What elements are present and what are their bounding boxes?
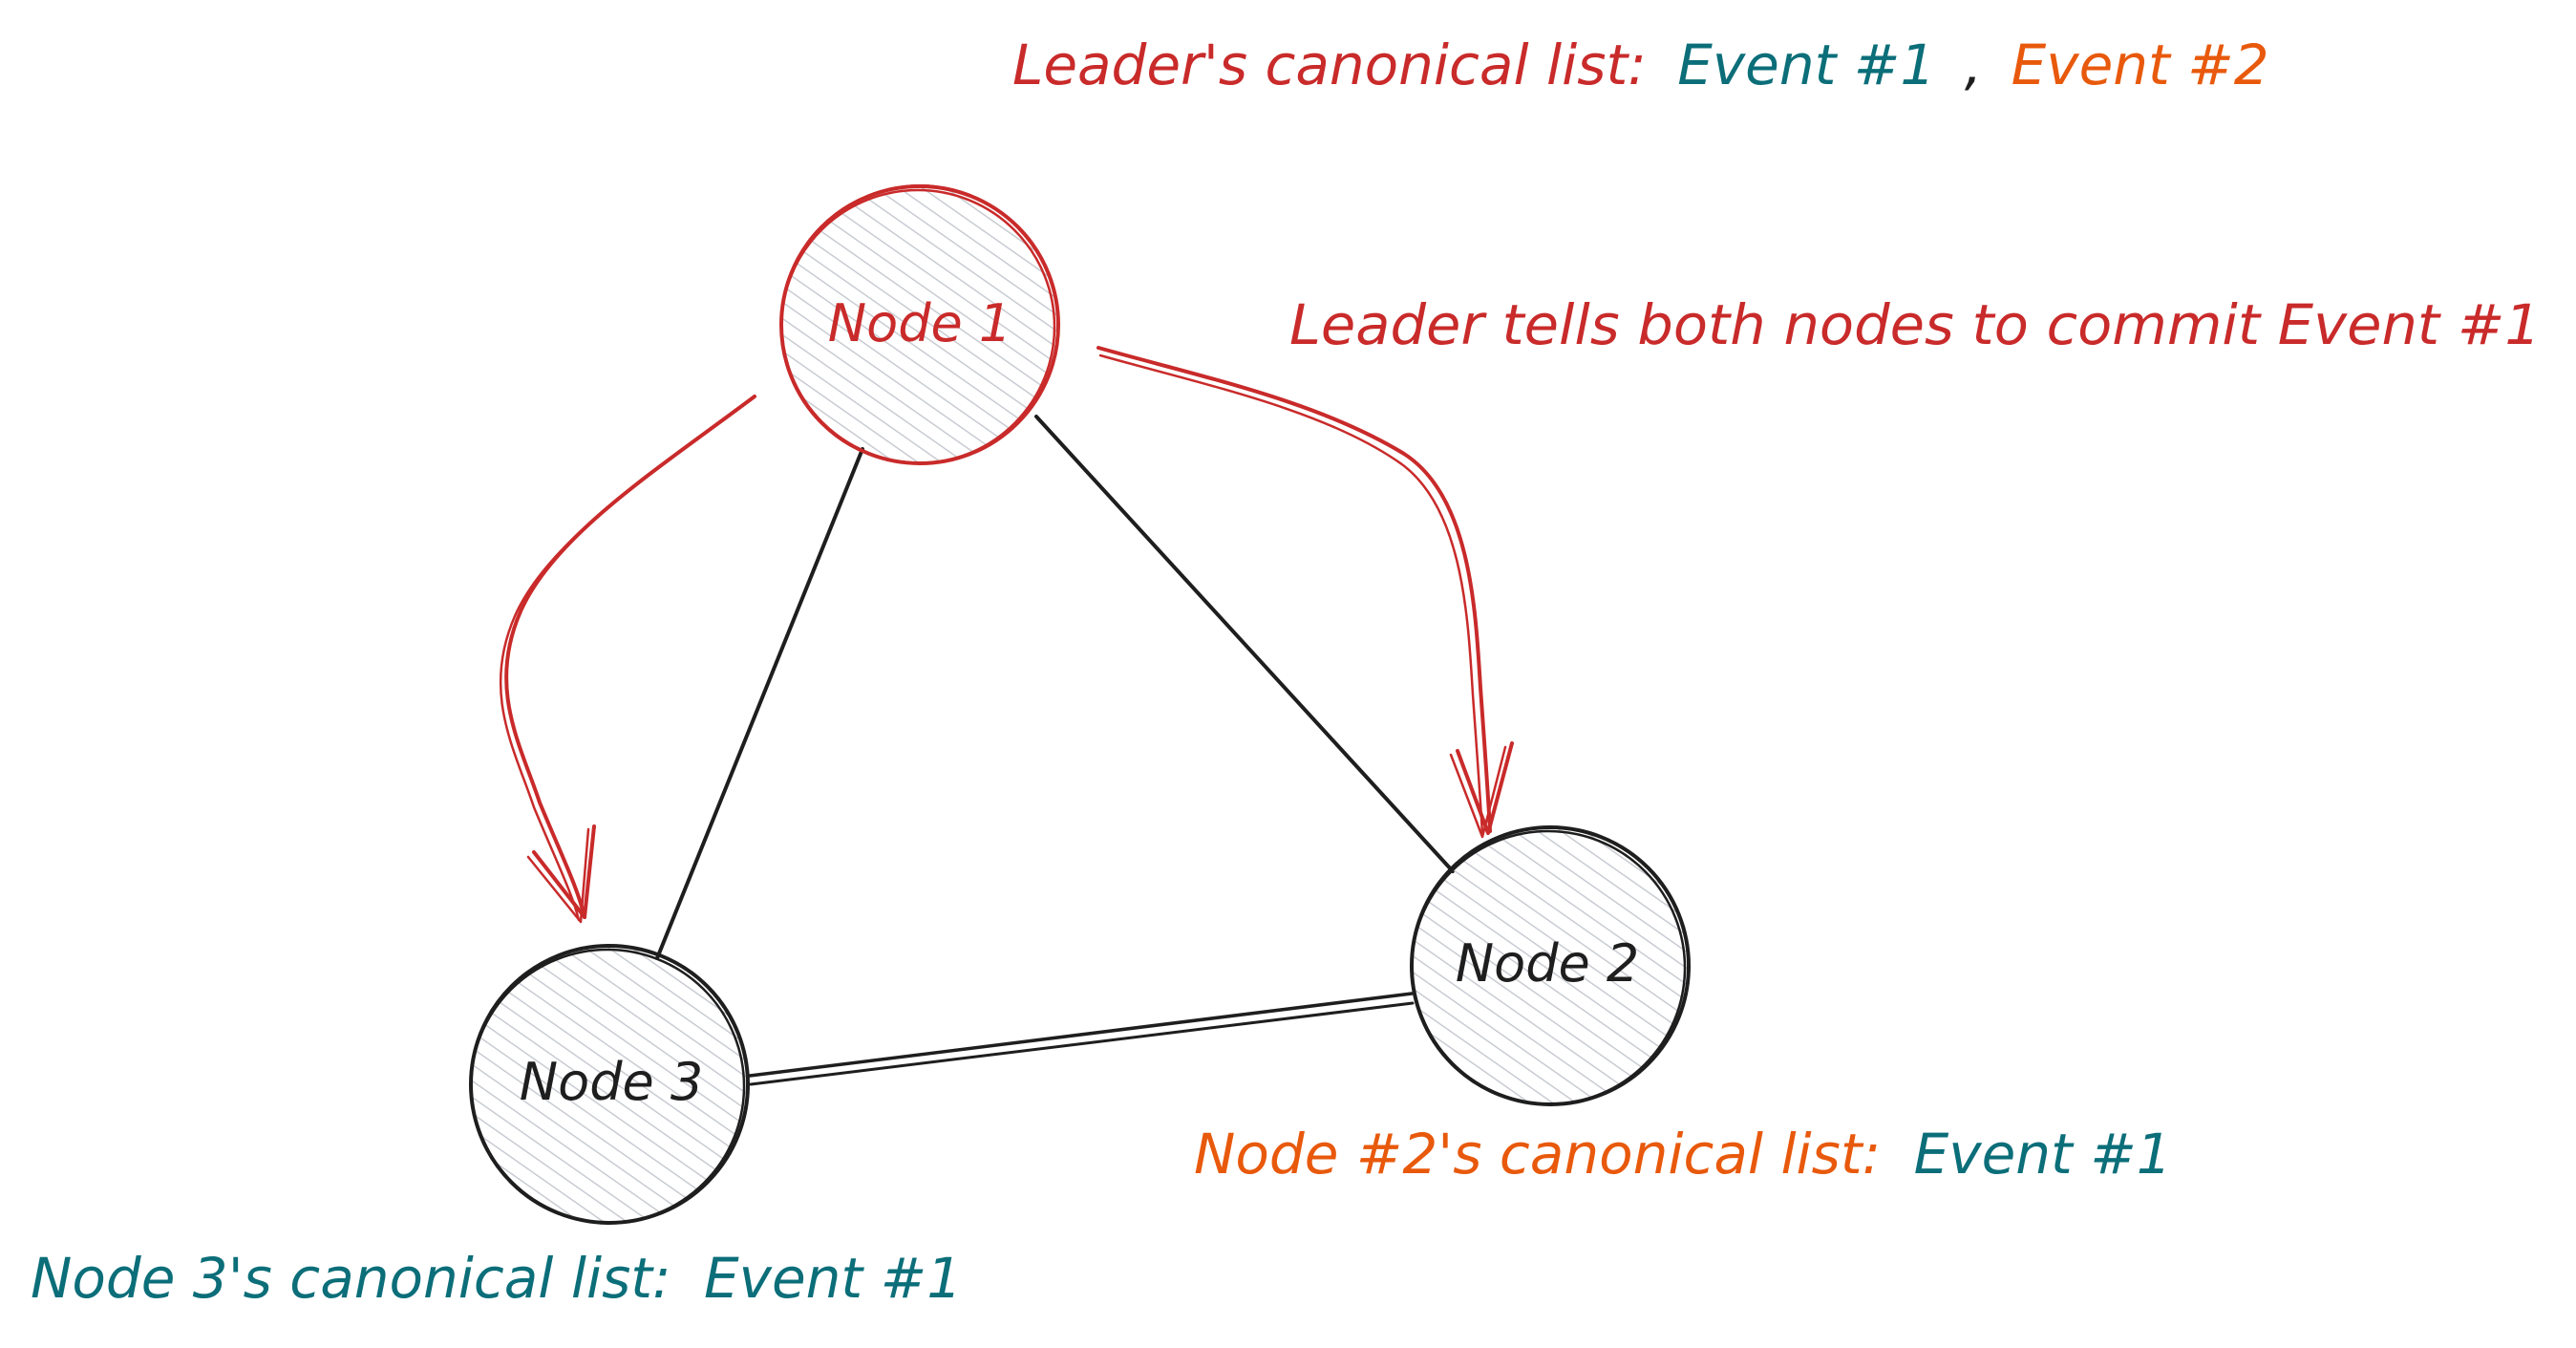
node2-list-event1: Event #1: [1914, 1122, 2172, 1187]
node3-list-prefix: Node 3's canonical list:: [31, 1246, 671, 1311]
edges: [655, 415, 1455, 1086]
node-3: [469, 944, 750, 1225]
leader-list-prefix: Leader's canonical list:: [1012, 32, 1647, 97]
edge-node3-node2: [748, 992, 1415, 1086]
node-1: [779, 183, 1060, 465]
commit-arrow-to-node3: [499, 395, 756, 924]
leader-list-event1: Event #1: [1677, 32, 1935, 97]
node3-list-event1: Event #1: [704, 1246, 962, 1311]
leader-list-separator: ,: [1965, 32, 1982, 97]
node2-list-prefix: Node #2's canonical list:: [1194, 1122, 1881, 1187]
node-1-label: Node 1: [828, 293, 1011, 353]
node2-list-line: Node #2's canonical list: Event #1: [1194, 1122, 2172, 1187]
edge-node1-node2: [1034, 415, 1455, 873]
commit-message: Leader tells both nodes to commit Event …: [1289, 292, 2541, 357]
node-2-label: Node 2: [1456, 933, 1639, 994]
leader-list-line: Leader's canonical list: Event #1 , Even…: [1012, 32, 2269, 97]
node-3-label: Node 3: [520, 1052, 703, 1112]
leader-list-event2: Event #2: [2012, 32, 2269, 97]
node-2: [1410, 825, 1691, 1106]
node3-list-line: Node 3's canonical list: Event #1: [31, 1246, 962, 1311]
edge-node1-node3: [655, 447, 864, 960]
commit-arrow-to-node2: [1096, 346, 1514, 839]
